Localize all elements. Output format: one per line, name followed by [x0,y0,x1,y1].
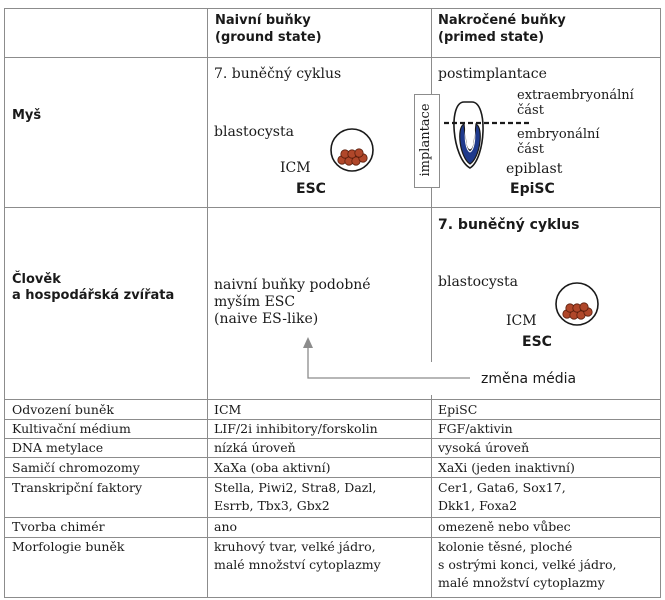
header-naive-subtitle: (ground state) [215,30,322,45]
embryo-inner-cavity [464,127,476,153]
medium-change-arrow [303,337,470,379]
mouse-naive-icm: ICM [280,160,311,176]
table-cell-naive: Esrrb, Tbx3, Gbx2 [214,498,330,513]
header-primed-subtitle: (primed state) [438,30,545,45]
table-cell-primed: FGF/aktivin [438,421,513,436]
mouse-naive-esc: ESC [296,181,326,197]
implantation-label: implantace [418,103,433,177]
row-divider-human [4,399,661,400]
column-divider-2-lower [431,395,432,598]
medium-change-label: změna média [481,371,577,387]
arrowhead [303,337,313,348]
header-naive-title: Naivní buňky [215,13,311,28]
table-cell-naive: Stella, Piwi2, Stra8, Dazl, [214,480,377,495]
table-border-bottom [4,597,661,598]
human-primed-icm: ICM [506,313,537,329]
table-row-label: Kultivační médium [12,421,131,436]
mouse-primed-embryo-1: embryonální [517,127,600,142]
implantation-box [414,94,440,188]
table-cell-naive: malé množství cytoplazmy [214,557,381,572]
table-cell-naive: ICM [214,402,242,417]
mouse-naive-blastocyst: blastocysta [214,124,294,140]
row-divider-5 [4,517,661,518]
mouse-naive-cycle: 7. buněčný cyklus [214,66,342,82]
mouse-primed-episc: EpiSC [510,181,555,197]
table-cell-primed: vysoká úroveň [438,440,530,455]
row-divider-2 [4,438,661,439]
table-row-label: Morfologie buněk [12,539,125,554]
header-primed-title: Nakročené buňky [438,13,566,28]
row-divider-mouse [4,207,661,208]
table-cell-naive: kruhový tvar, velké jádro, [214,539,376,554]
table-border-top [4,8,661,9]
row-divider-header [4,57,661,58]
table-cell-primed: Cer1, Gata6, Sox17, [438,480,566,495]
table-border-left [4,8,5,598]
row-divider-1 [4,419,661,420]
mouse-primed-extra-2: část [517,103,544,118]
table-row-label: Odvození buněk [12,402,114,417]
row-label-human-1: Člověk [12,272,61,287]
mouse-primed-epiblast: epiblast [506,161,563,177]
table-cell-primed: XaXi (jeden inaktivní) [438,460,575,475]
arrow-path [307,345,470,379]
row-divider-3 [4,457,661,458]
human-primed-cycle: 7. buněčný cyklus [438,217,580,233]
column-divider-2-mid1 [431,58,432,94]
table-cell-primed: kolonie těsné, ploché [438,539,573,554]
row-label-human-2: a hospodářská zvířata [12,288,175,303]
postimplantation-embryo-drawing [444,101,530,169]
table-row-label: DNA metylace [12,440,104,455]
table-row-label: Tvorba chimér [12,519,105,534]
table-border-right [660,8,661,598]
mouse-primed-extra-1: extraembryonální [517,88,634,103]
mouse-blastocyst-drawing [330,128,374,172]
table-cell-naive: XaXa (oba aktivní) [214,460,331,475]
mouse-primed-postimplantation: postimplantace [438,66,547,82]
human-naive-line3: (naive ES-like) [214,311,319,327]
human-blastocyst-drawing [555,282,599,326]
table-row-label: Transkripční faktory [12,480,143,495]
table-row-label: Samičí chromozomy [12,460,140,475]
table-cell-primed: s ostrými konci, velké jádro, [438,557,617,572]
human-naive-line1: naivní buňky podobné [214,277,371,293]
table-cell-primed: malé množství cytoplazmy [438,575,605,590]
table-cell-naive: ano [214,519,238,534]
icm-cells [337,148,368,166]
column-divider-2 [431,8,432,58]
table-cell-naive: LIF/2i inhibitory/forskolin [214,421,378,436]
human-naive-line2: myším ESC [214,294,296,310]
column-divider-1 [207,8,208,598]
column-divider-2-mid2 [431,187,432,362]
human-primed-blastocyst: blastocysta [438,274,518,290]
table-cell-primed: omezeně nebo vůbec [438,519,571,534]
row-divider-4 [4,477,661,478]
table-cell-primed: Dkk1, Foxa2 [438,498,518,513]
table-cell-naive: nízká úroveň [214,440,296,455]
row-label-mouse: Myš [12,108,42,123]
mouse-primed-embryo-2: část [517,142,544,157]
human-primed-esc: ESC [522,334,552,350]
table-cell-primed: EpiSC [438,402,478,417]
icm-cells [562,302,593,320]
row-divider-6 [4,537,661,538]
